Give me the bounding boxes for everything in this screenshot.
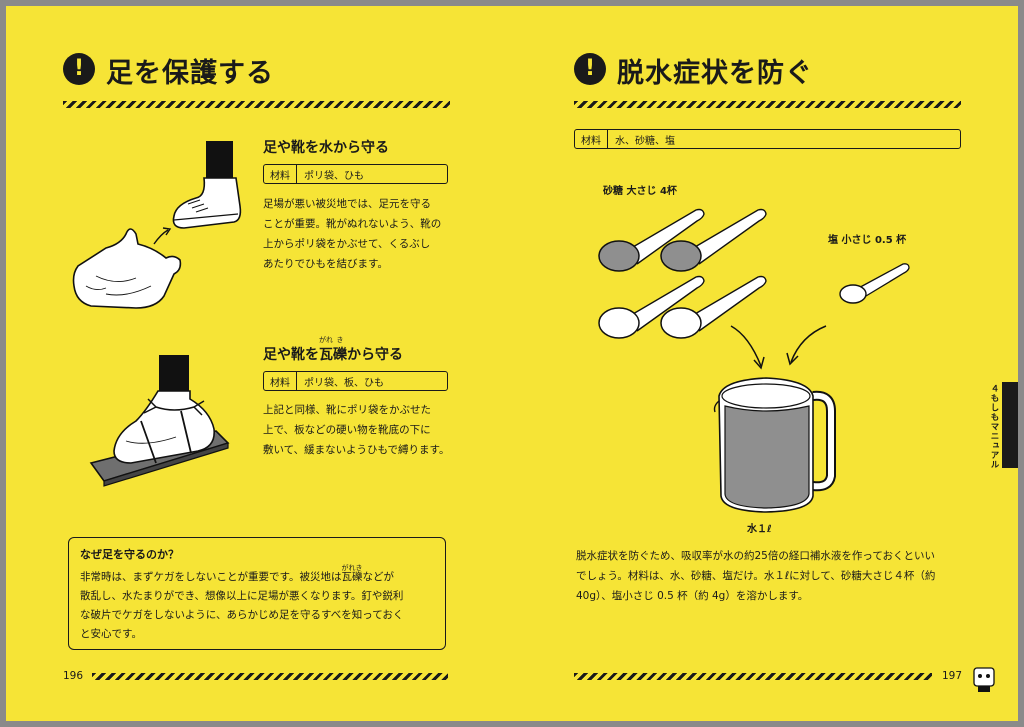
ruby-word: がれき瓦礫 [341,564,363,587]
body-line: でしょう。材料は、水、砂糖、塩だけ。水１ℓに対して、砂糖大さじ４杯（約 [576,570,936,582]
heading-text: 足や靴を [263,347,319,363]
material-value: ポリ袋、板、ひも [304,377,384,389]
note-line: 散乱し、水たまりができ、想像以上に足場が悪くなります。釘や鋭利 [80,590,404,602]
material-value: 水、砂糖、塩 [615,135,675,147]
section-heading-water: 足や靴を水から守る [263,140,389,156]
page-title-left: 足を保護する [106,58,274,89]
arrow-head [786,352,799,366]
body-line: あたりでひもを結びます。 [263,258,388,270]
mascot-icon [973,667,995,692]
ors-illustration [598,208,910,513]
page-number-left: 196 [63,670,84,682]
note-text: 非常時は、まずケガをしないことが重要です。被災地は [80,571,342,583]
body-line: 足場が悪い被災地では、足元を守る [263,198,431,210]
chapter-side-label: ４もしもマニュアル [989,384,999,470]
tablespoon-icon [660,208,767,272]
note-body: 非常時は、まずケガをしないことが重要です。被災地はがれき瓦礫などが 散乱し、水た… [80,564,404,644]
section-heading-rubble: 足や靴をがれ瓦き礫から守る [263,336,403,364]
material-box-rubble: 材料 ポリ袋、板、ひも [263,371,448,391]
arrow-icon [730,325,762,367]
ruby-reading: がれき [341,564,363,572]
arrow-head [753,356,765,370]
teaspoon-icon [839,263,910,304]
section-body-water: 足場が悪い被災地では、足元を守る ことが重要。靴がぬれないよう、靴の 上からポリ… [263,194,441,274]
body-line: 上記と同様、靴にポリ袋をかぶせた [263,404,431,416]
exclamation-icon: ! [63,53,95,85]
body-line: ことが重要。靴がぬれないよう、靴の [263,218,442,230]
shoe-bag-illustration [72,141,242,309]
pitcher-icon [713,377,836,513]
note-line: 非常時は、まずケガをしないことが重要です。被災地はがれき瓦礫などが [80,564,403,587]
material-label: 材料 [264,372,297,390]
note-text: などが [362,571,394,583]
ors-body: 脱水症状を防ぐため、吸収率が水の約25倍の経口補水液を作っておくといい でしょう… [576,546,935,606]
ruby-word: がれ瓦 [319,336,333,364]
ruby-base: 礫 [333,347,347,363]
material-label: 材料 [264,165,297,183]
page-title-right: 脱水症状を防ぐ [617,58,813,89]
tablespoon-icon [598,275,705,339]
tablespoon-icon [660,275,767,339]
chapter-side-tab [1002,382,1018,468]
body-line: 40g）、塩小さじ 0.5 杯（約 4g）を溶かします。 [576,590,809,602]
section-body-rubble: 上記と同様、靴にポリ袋をかぶせた 上で、板などの硬い物を靴底の下に 敷いて、緩ま… [263,400,449,460]
footer-stripe-right [574,673,932,680]
shoe-board-illustration [89,355,230,487]
note-line: と安心です。 [80,628,142,640]
water-caption: 水１ℓ [747,524,772,535]
ruby-word: き礫 [333,336,347,364]
heading-text: から守る [347,347,403,363]
page-number-right: 197 [942,670,963,682]
arrow-icon [790,325,827,363]
note-heading: なぜ足を守るのか？ [80,548,179,561]
note-box: なぜ足を守るのか？ 非常時は、まずケガをしないことが重要です。被災地はがれき瓦礫… [68,537,446,650]
body-line: 上からポリ袋をかぶせて、くるぶし [263,238,431,250]
ruby-base: 瓦 [319,347,333,363]
title-stripe-divider [63,101,450,108]
salt-caption: 塩 小さじ 0.5 杯 [828,235,907,246]
title-stripe-divider [574,101,961,108]
sugar-caption: 砂糖 大さじ 4杯 [603,186,677,197]
page-spread: { "left": { "title": "足を保護する", "section1… [6,6,1018,721]
note-line: な破片でケガをしないように、あらかじめ足を守るすべを知っておく [80,609,404,621]
material-box-ors: 材料 水、砂糖、塩 [574,129,961,149]
body-line: 脱水症状を防ぐため、吸収率が水の約25倍の経口補水液を作っておくといい [576,550,936,562]
tablespoon-icon [598,208,705,272]
ruby-reading: き [336,336,344,344]
body-line: 上で、板などの硬い物を靴底の下に [263,424,431,436]
body-line: 敷いて、緩まないようひもで縛ります。 [263,444,450,456]
material-value: ポリ袋、ひも [304,170,364,182]
footer-stripe-left [92,673,448,680]
ruby-base: 瓦礫 [341,571,363,583]
material-box-water: 材料 ポリ袋、ひも [263,164,448,184]
exclamation-icon: ! [574,53,606,85]
material-label: 材料 [575,130,608,148]
ruby-reading: がれ [319,336,333,344]
